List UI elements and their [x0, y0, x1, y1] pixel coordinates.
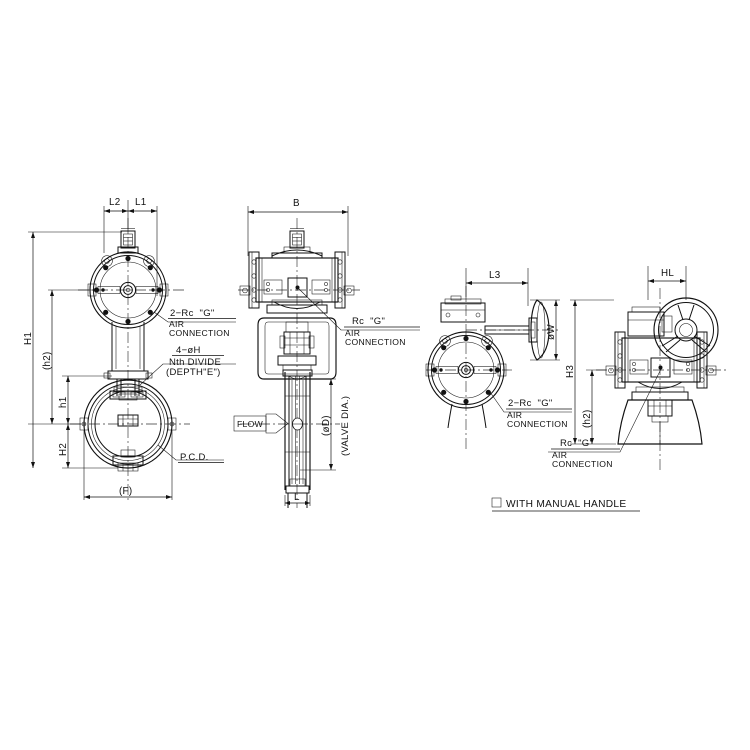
manual-front-gearbox: [440, 295, 486, 323]
front-dim-l1-label: L1: [135, 197, 147, 208]
front-dim-l2-l1: L2 L1: [103, 197, 158, 296]
manual-front-dim-l3: L3: [465, 268, 529, 306]
side-dim-valve-dia: (øD) (VALVE DIA.): [300, 378, 351, 471]
caption-label: WITH MANUAL HANDLE: [506, 499, 627, 510]
manual-side-gearbox: [627, 306, 673, 337]
front-annotation-bolt-holes: 4−øH Nth DIVIDE (DEPTH"E"): [139, 345, 236, 386]
manual-side-handwheel: [653, 297, 719, 363]
side-annotation-air-connection: Rc "G" AIR CONNECTION: [298, 288, 420, 347]
front-annotation-pcd: P.C.D.: [157, 444, 224, 463]
side-air-conn-line1: AIR: [345, 328, 360, 338]
manual-front-dim-w: øW: [530, 299, 560, 361]
front-holes-depth: (DEPTH"E"): [166, 367, 221, 378]
manual-side-dim-h2-label: (h2): [582, 409, 593, 428]
side-stem-indicator: [289, 228, 305, 249]
manual-front-annotation-air-connection: 2−Rc "G" AIR CONNECTION: [489, 391, 572, 429]
manual-side-dim-h3-h2: H3 (h2): [565, 299, 616, 445]
side-dim-l: L: [284, 492, 311, 506]
manual-side-air-conn-line2: CONNECTION: [552, 459, 613, 469]
front-air-conn-line2: CONNECTION: [169, 328, 230, 338]
front-dim-h2-paren-label: (h2): [42, 351, 53, 370]
side-valve-section: [282, 369, 313, 508]
manual-side-air-conn-qty: Rc "G": [560, 438, 593, 449]
side-section-view: B: [233, 198, 420, 508]
side-dim-d-label: (øD): [321, 415, 332, 436]
front-annotation-air-connection: 2−Rc "G" AIR CONNECTION: [153, 308, 236, 338]
manual-side-dim-hl-label: HL: [661, 268, 674, 279]
front-actuator-housing: [87, 251, 169, 329]
front-dim-h1-lower-label: h1: [58, 397, 69, 409]
side-yoke-frame: [257, 299, 337, 380]
manual-handle-front-view: L3 øW: [425, 268, 572, 452]
side-dim-valve-dia-label: (VALVE DIA.): [340, 396, 351, 456]
side-dim-l-label: L: [294, 492, 300, 503]
manual-side-annotation-air-connection: Rc "G" AIR CONNECTION: [548, 368, 662, 469]
front-air-conn-qty: 2−Rc "G": [170, 308, 215, 319]
front-dim-vertical-stack: H1 (h2) h1 H2: [23, 231, 122, 469]
manual-handle-side-view: HL: [548, 266, 726, 470]
side-dim-b-label: B: [293, 198, 300, 209]
manual-side-air-conn-line1: AIR: [552, 450, 567, 460]
manual-side-dim-hl: HL: [647, 266, 687, 300]
manual-front-air-conn-qty: 2−Rc "G": [508, 398, 553, 409]
manual-handle-caption: WITH MANUAL HANDLE: [491, 497, 640, 512]
front-dim-f-label: (F): [119, 486, 132, 497]
manual-front-dim-w-label: øW: [546, 324, 557, 340]
front-holes-qty: 4−øH: [176, 345, 201, 356]
flow-label: FLOW: [237, 419, 264, 429]
front-yoke-column: [103, 322, 153, 398]
front-dim-l2-label: L2: [109, 197, 121, 208]
front-dim-h2-lower-label: H2: [58, 443, 69, 456]
side-flow-arrow: FLOW: [233, 413, 289, 434]
checkbox-icon[interactable]: [491, 497, 502, 508]
manual-front-dim-l3-label: L3: [489, 270, 501, 281]
front-pcd-label: P.C.D.: [180, 452, 209, 463]
front-air-conn-line1: AIR: [169, 319, 184, 329]
side-air-conn-qty: Rc "G": [352, 316, 385, 327]
front-elevation-view: L2 L1 H1 (h2) h1: [23, 197, 236, 500]
side-air-conn-line2: CONNECTION: [345, 337, 406, 347]
side-actuator-body: [239, 246, 355, 309]
front-dim-f: (F): [83, 430, 173, 500]
manual-front-air-conn-line2: CONNECTION: [507, 419, 568, 429]
side-dim-b: B: [247, 198, 349, 256]
manual-front-actuator-housing: [425, 331, 507, 429]
manual-side-dim-h3-label: H3: [565, 365, 576, 378]
manual-side-actuator-body: [605, 331, 717, 389]
manual-front-air-conn-line1: AIR: [507, 410, 522, 420]
front-holes-divide: Nth DIVIDE: [169, 357, 221, 368]
front-dim-h1-label: H1: [23, 332, 34, 345]
manual-side-yoke: [617, 386, 703, 445]
